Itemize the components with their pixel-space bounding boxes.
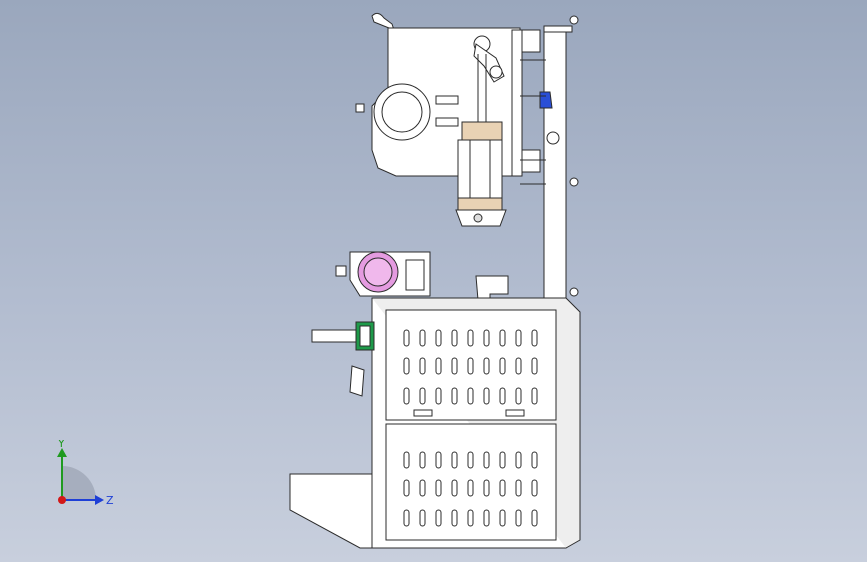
vent-slot (403, 387, 410, 405)
y-axis-label: Y (57, 440, 65, 450)
handle-right (505, 409, 525, 417)
vent-slot (403, 509, 410, 527)
vent-slot (419, 357, 426, 375)
column-body (543, 25, 567, 299)
roller-clamp (405, 259, 425, 291)
vent-slot (435, 357, 442, 375)
cylinder-cap-top (461, 121, 503, 141)
x-axis-dot (58, 496, 66, 504)
clamp-bottom (435, 117, 459, 127)
vent-slot (419, 329, 426, 347)
side-fan (349, 365, 365, 397)
vent-slot (483, 479, 490, 497)
small-bracket (475, 275, 509, 301)
side-cylinder (311, 329, 357, 343)
vent-slot (499, 479, 506, 497)
vent-slot (531, 387, 538, 405)
vent-slot (419, 479, 426, 497)
vent-slot (467, 451, 474, 469)
head-port-inner (381, 91, 423, 133)
orientation-triad[interactable]: Y Z (40, 440, 120, 510)
vent-slot (499, 509, 506, 527)
cylinder-body (457, 139, 503, 201)
vent-slot (435, 329, 442, 347)
handle-left (413, 409, 433, 417)
vent-slot (499, 357, 506, 375)
vent-slot (451, 357, 458, 375)
blue-cap (539, 91, 553, 109)
low-screw (569, 287, 579, 297)
y-arrow-icon (57, 448, 67, 457)
vent-slot (483, 451, 490, 469)
lower-cabinet (371, 297, 581, 549)
cylinder-cap-bottom (457, 197, 503, 211)
chute (289, 473, 373, 549)
vent-slot (419, 451, 426, 469)
vent-slot (483, 329, 490, 347)
z-axis-label: Z (106, 494, 114, 507)
triad-plane (62, 466, 96, 500)
clamp-top (435, 95, 459, 105)
vent-slot (435, 479, 442, 497)
bearing-block-top (521, 29, 541, 53)
vent-slot (403, 479, 410, 497)
vent-slot (419, 509, 426, 527)
vent-slot (515, 451, 522, 469)
vent-slot (499, 329, 506, 347)
vent-slot (451, 387, 458, 405)
z-arrow-icon (95, 495, 104, 505)
mid-screw (569, 177, 579, 187)
vent-slot (403, 451, 410, 469)
vent-slot (531, 509, 538, 527)
vent-slot (483, 387, 490, 405)
vent-slot (531, 451, 538, 469)
port-knob (355, 103, 365, 113)
column-top-cap (543, 25, 573, 33)
cam-roller (489, 65, 503, 79)
side-fittings (289, 321, 375, 549)
vent-slot (403, 357, 410, 375)
vent-slot (435, 509, 442, 527)
vent-slot (451, 509, 458, 527)
vent-slot (451, 329, 458, 347)
bearing-block-bottom (521, 149, 541, 173)
vent-slot (515, 357, 522, 375)
pink-roller-unit (335, 251, 509, 301)
vent-slot (419, 387, 426, 405)
vent-slot (531, 357, 538, 375)
vent-slot (467, 387, 474, 405)
vent-slot (451, 451, 458, 469)
head-plate (511, 29, 523, 177)
vent-slot (451, 479, 458, 497)
vent-slot (467, 509, 474, 527)
vent-slot (467, 357, 474, 375)
vent-slot (467, 479, 474, 497)
column-hole (546, 131, 560, 145)
vent-slot (483, 509, 490, 527)
vent-slot (515, 329, 522, 347)
vent-slot (531, 479, 538, 497)
vent-slot (499, 387, 506, 405)
vent-slot (515, 479, 522, 497)
top-screw (569, 15, 579, 25)
roller-knob (335, 265, 347, 277)
vent-slot (499, 451, 506, 469)
main-column (520, 15, 579, 299)
vent-slot (515, 509, 522, 527)
vent-slot (515, 387, 522, 405)
upper-head-assembly (355, 12, 541, 227)
vent-slot (403, 329, 410, 347)
vent-slot (435, 387, 442, 405)
vent-slot (483, 357, 490, 375)
vent-slot (467, 329, 474, 347)
vent-slot (531, 329, 538, 347)
vent-slot (435, 451, 442, 469)
